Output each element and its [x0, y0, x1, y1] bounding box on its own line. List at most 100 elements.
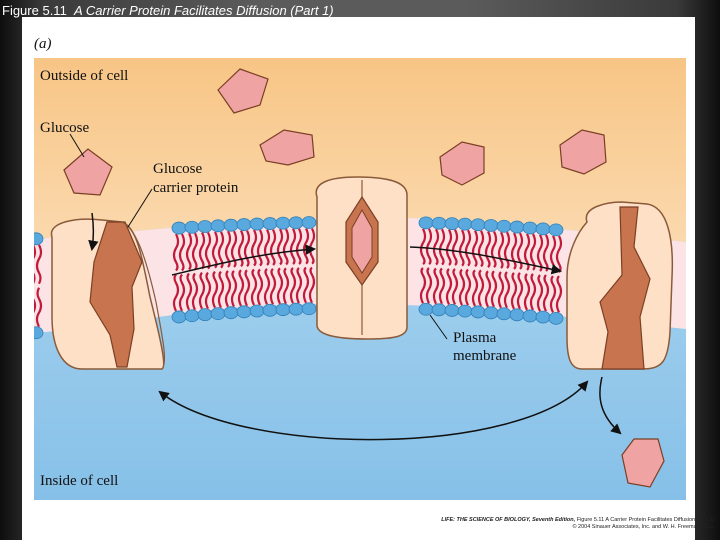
phospholipid-head — [184, 220, 200, 234]
lipid-tail — [419, 267, 427, 304]
lipid-tail — [198, 232, 206, 270]
lipid-tail — [308, 266, 316, 304]
carrier-protein-label-line1: Glucose — [153, 161, 202, 177]
phospholipid-head — [34, 326, 44, 340]
phospholipid-heads-lower — [34, 302, 564, 340]
lipid-tail — [432, 228, 440, 266]
phospholipid-head — [275, 216, 291, 230]
arrow-through-membrane-1 — [171, 244, 317, 276]
lipid-tail — [484, 230, 492, 268]
lipid-tail — [516, 272, 524, 310]
lipid-tail — [295, 228, 303, 265]
lipid-tail — [529, 233, 537, 271]
lipid-tail — [549, 275, 557, 313]
phospholipid-head — [236, 305, 252, 319]
lipid-tail — [269, 229, 277, 266]
carrier-protein-left — [50, 218, 166, 370]
slide-title-number: Figure 5.11 — [2, 3, 67, 18]
lipid-tail — [191, 272, 199, 311]
credit-book-title: LIFE: THE SCIENCE OF BIOLOGY, Seventh Ed… — [441, 517, 576, 523]
lipid-tail — [542, 234, 550, 272]
lipid-tail — [438, 267, 446, 305]
phospholipid-head — [509, 308, 525, 322]
lipid-tail — [185, 232, 193, 271]
lipid-tail — [269, 268, 277, 305]
phospholipid-head — [249, 217, 265, 231]
lipid-tail — [464, 268, 472, 306]
lipid-tail — [230, 270, 238, 308]
figure-credit: LIFE: THE SCIENCE OF BIOLOGY, Seventh Ed… — [335, 517, 715, 531]
phospholipid-head — [548, 311, 564, 325]
leader-carrier-protein — [127, 188, 153, 228]
leader-glucose — [69, 133, 85, 158]
phospholipid-head — [483, 306, 499, 320]
lipid-tail — [224, 230, 232, 268]
lipid-tail — [35, 244, 43, 285]
phospholipid-head — [301, 302, 317, 316]
outside-region — [34, 58, 686, 242]
phospholipid-head — [288, 216, 304, 230]
phospholipid-head — [197, 308, 213, 322]
arrow-glucose-released — [599, 376, 622, 435]
lipid-tail — [204, 232, 212, 270]
phospholipid-head — [535, 222, 551, 236]
phospholipid-head — [470, 218, 486, 232]
lipid-tail — [523, 233, 531, 271]
glucose-in-transit — [351, 208, 373, 274]
lipid-tail — [477, 230, 485, 268]
lipid-tail — [555, 275, 563, 313]
lipid-tail — [237, 230, 245, 268]
lipid-tail — [282, 228, 290, 266]
lipid-tail — [34, 244, 37, 285]
lipid-tails — [34, 228, 563, 328]
lipid-tail — [516, 232, 524, 270]
lipid-tail — [464, 229, 472, 267]
glucose-molecule — [439, 141, 485, 186]
lipid-tail — [250, 229, 258, 267]
glucose-molecule — [259, 129, 315, 166]
phospholipid-head — [197, 220, 213, 233]
lipid-tail — [178, 273, 186, 312]
panel-label: (a) — [34, 36, 52, 52]
lipid-tail — [458, 268, 466, 306]
lipid-tail — [523, 273, 531, 311]
glucose-label: Glucose — [40, 120, 89, 136]
illustration — [34, 58, 686, 500]
lipid-tail — [191, 232, 199, 271]
lipid-tail — [250, 268, 258, 306]
lipid-tail — [217, 270, 225, 309]
lipid-tail — [302, 266, 310, 304]
lipid-tail — [198, 271, 206, 310]
lipid-tail — [471, 230, 479, 268]
phospholipid-head — [470, 305, 486, 319]
lipid-tail — [211, 270, 219, 309]
lipid-tail — [471, 269, 479, 307]
glucose-molecule — [559, 129, 607, 175]
lipid-tail — [204, 271, 212, 310]
lipid-tail — [34, 298, 37, 314]
phospholipid-head — [457, 304, 473, 318]
figure-panel: (a) — [22, 17, 695, 540]
lipid-tail — [172, 273, 180, 312]
lipid-tail — [510, 232, 518, 270]
carrier-protein-diagram: (a) — [34, 36, 686, 500]
phospholipid-head — [184, 309, 200, 323]
lipid-tail — [542, 274, 550, 312]
lipid-tail — [510, 272, 518, 310]
lipid-tail — [276, 228, 284, 266]
carrier-protein-middle — [315, 176, 408, 340]
lipid-tail — [289, 267, 297, 304]
phospholipid-head — [444, 304, 460, 317]
lipid-tail — [490, 270, 498, 308]
lipid-tail — [256, 229, 264, 267]
phospholipid-head — [210, 307, 226, 321]
phospholipid-head — [210, 219, 226, 233]
phospholipid-head — [548, 223, 564, 237]
lipid-tail — [503, 271, 511, 309]
phospholipid-head — [301, 216, 317, 229]
outside-of-cell-label: Outside of cell — [40, 68, 128, 84]
lipid-tail — [263, 268, 271, 305]
lipid-tail — [172, 233, 180, 272]
phospholipid-head — [418, 302, 434, 316]
phospholipid-head — [236, 218, 252, 231]
